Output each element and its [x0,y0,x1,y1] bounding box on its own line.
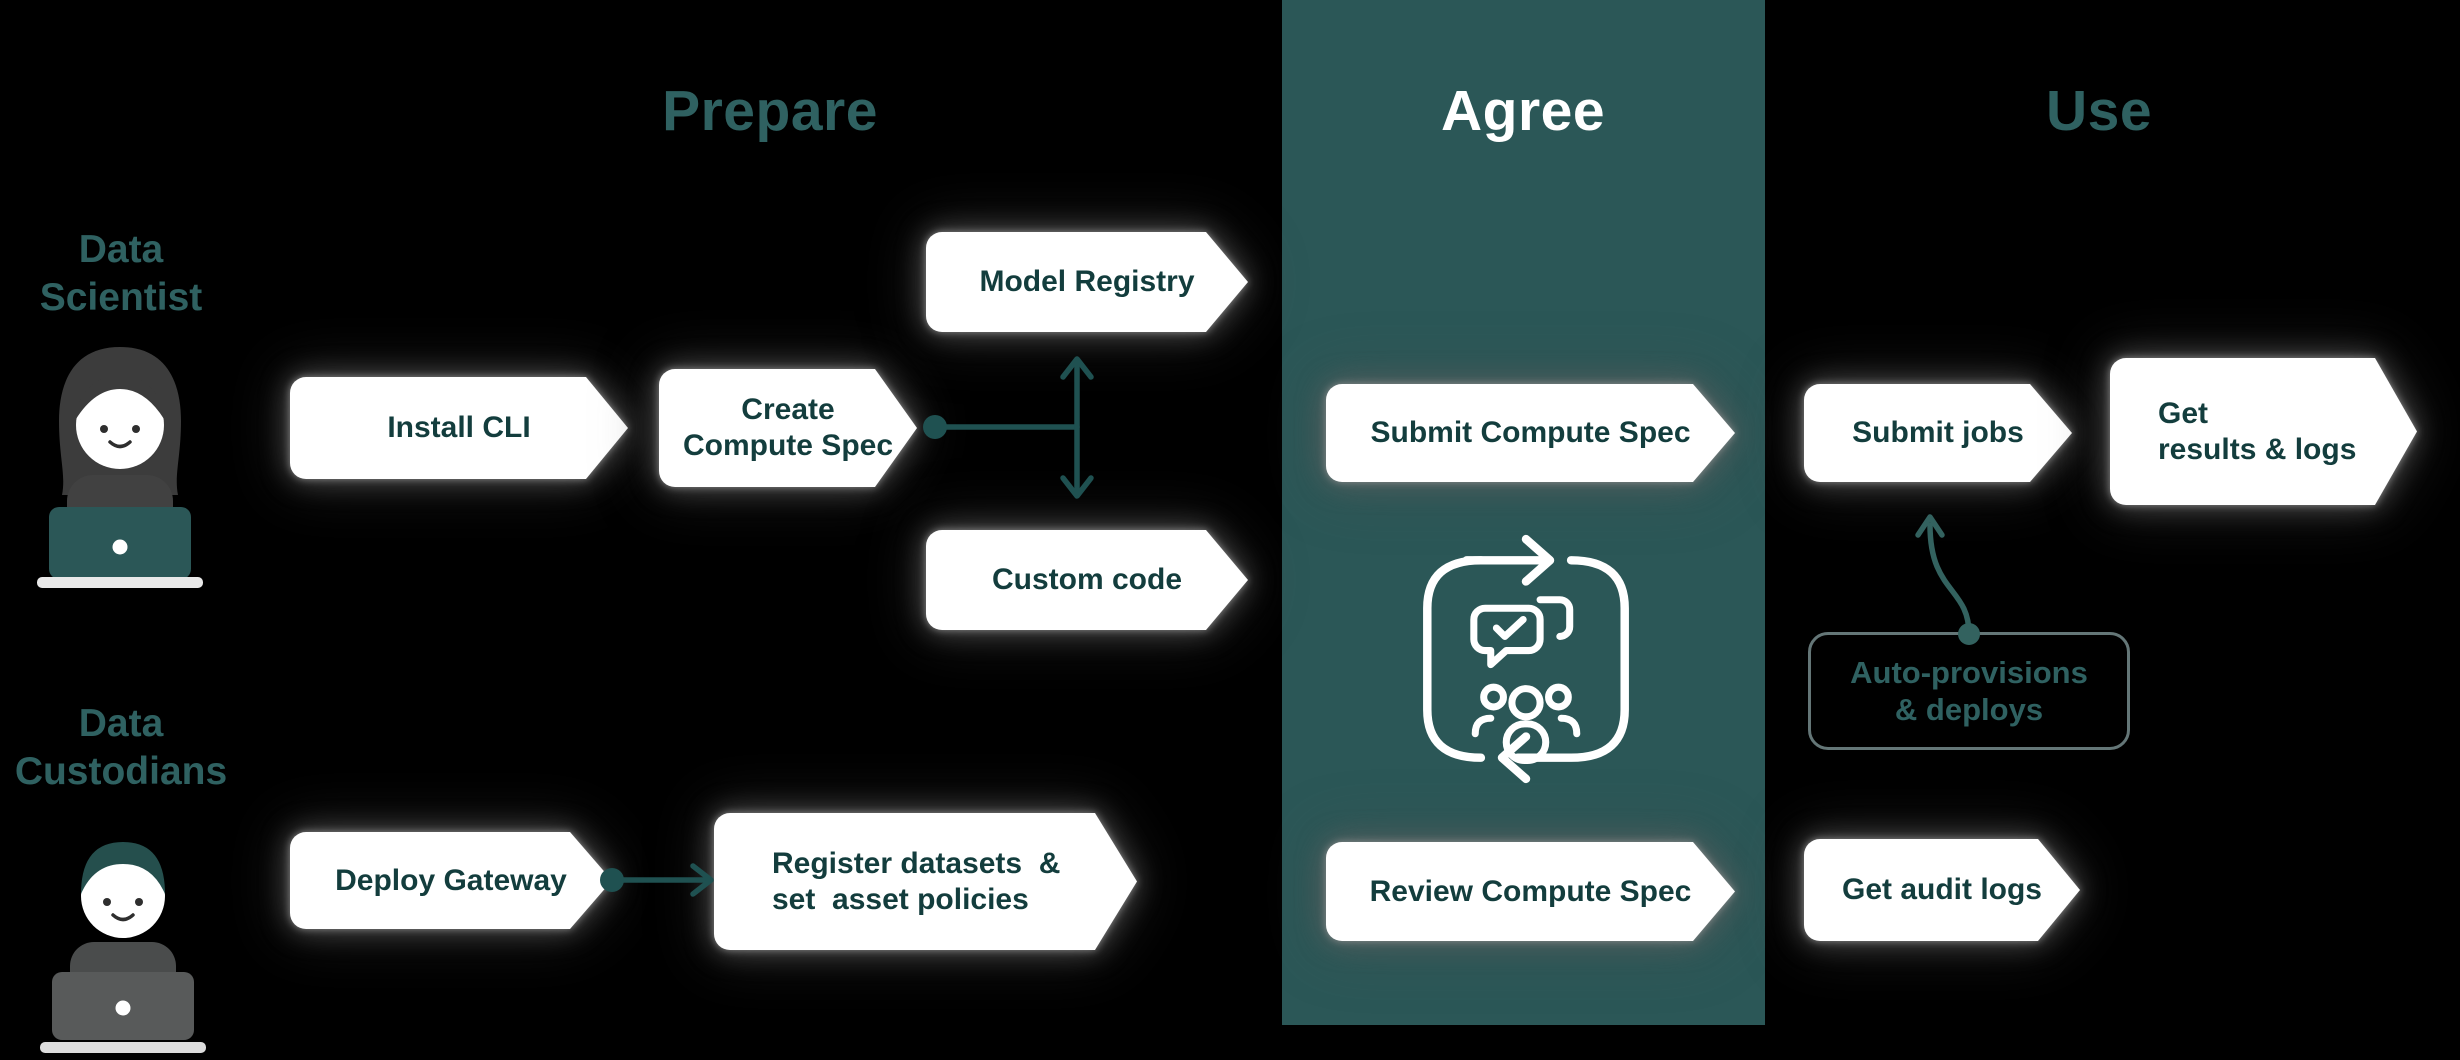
node-label-line: Register datasets & [772,846,1061,880]
data-scientist-avatar [37,347,203,588]
connector-dot [600,868,624,892]
arrowhead-right [690,863,714,897]
actor-label-data-custodians: Data Custodians [15,700,227,795]
cycle-right [1513,556,1629,762]
node-label-line: Compute Spec [682,429,894,462]
node-custom-code: Custom code [926,530,1248,630]
cycle-left [1423,556,1486,762]
node-install-cli: Install CLI [290,377,628,479]
auto-provision-arrow [1915,514,1980,645]
node-register-datasets: Register datasets & set asset policies [714,813,1137,950]
cycle-arrowhead-left [1497,732,1531,784]
eye [132,425,140,433]
person-right-head [1545,683,1572,711]
chat-bubble-check [1470,604,1544,669]
branch-connector-arrows [923,356,1094,499]
node-label: Custom code [991,563,1183,596]
data-custodian-avatar [40,842,206,1053]
face [81,854,165,938]
person-right-shoulder [1557,714,1581,738]
check-mark [1492,615,1527,640]
node-get-audit-logs: Get audit logs [1804,839,2080,941]
laptop-logo-dot [112,539,128,555]
node-label: Get audit logs [1841,873,2042,906]
connector-dot [1958,623,1980,645]
node-submit-compute-spec: Submit Compute Spec [1326,384,1735,482]
actor-label-line: Data [78,702,164,745]
eye [103,898,111,906]
node-create-compute-spec: Create Compute Spec [659,369,917,487]
connector-dot [923,415,947,439]
actor-label-line: Data [78,228,164,271]
node-label-line: Get [2158,396,2209,430]
node-label: Submit jobs [1852,416,2024,449]
smile [111,913,135,922]
pill-label-line: Auto-provisions [1850,654,2088,690]
node-label: Submit Compute Spec [1370,416,1691,449]
node-label: Deploy Gateway [335,863,567,897]
laptop-logo-dot [115,1000,131,1016]
chat-bubble-back [1536,596,1574,640]
section-heading-use: Use [2045,79,2153,143]
actor-label-data-scientist: Data Scientist [40,226,203,321]
eye [100,425,108,433]
node-get-results-logs: Get results & logs [2110,358,2417,505]
section-heading-prepare: Prepare [662,79,878,143]
node-label-line: Create [741,393,835,426]
section-heading-agree: Agree [1440,79,1606,143]
eye [135,898,143,906]
cycle-arrowhead-right [1521,534,1555,586]
node-label: Review Compute Spec [1369,874,1692,908]
pill-label-line: & deploys [1894,692,2044,727]
bangs [76,375,164,419]
laptop-base [40,1042,206,1053]
person-left-shoulder [1471,714,1495,738]
node-review-compute-spec: Review Compute Spec [1326,842,1735,941]
node-label: Install CLI [387,411,531,444]
node-label: Model Registry [979,265,1195,298]
person-center-body [1502,720,1550,765]
node-submit-jobs: Submit jobs [1804,384,2072,482]
deploy-to-register-arrow [600,863,714,897]
actor-label-line: Scientist [39,275,203,319]
person-center-head [1508,685,1544,721]
arrowhead-up [1060,356,1094,380]
smile [108,440,132,449]
node-deploy-gateway: Deploy Gateway [290,832,612,929]
arrowhead-down [1060,475,1094,499]
person-left-head [1480,683,1507,711]
hair [81,842,165,894]
agreement-cycle-icon [1423,534,1629,784]
node-model-registry: Model Registry [926,232,1248,332]
node-label-line: set asset policies [772,882,1029,916]
laptop-base [37,577,203,588]
face [76,381,164,469]
arrowhead-up [1915,514,1945,538]
actor-label-line: Custodians [14,749,228,793]
node-label-line: results & logs [2158,432,2357,466]
